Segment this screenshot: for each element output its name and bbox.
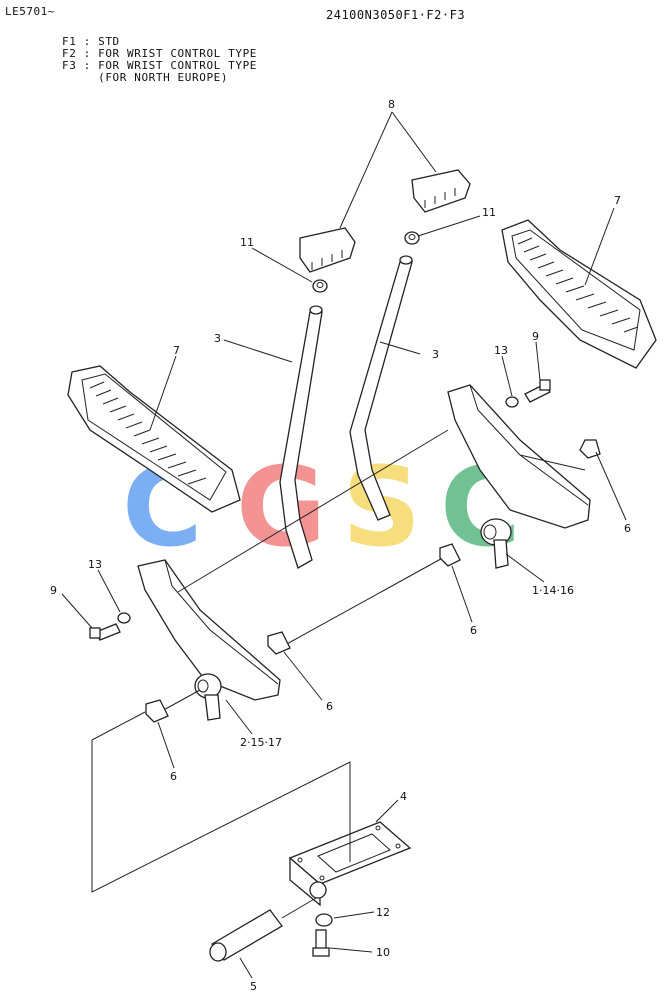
nut-right	[404, 231, 420, 245]
callout-11-right: 11	[482, 206, 496, 219]
model-code-left: LE5701~	[5, 5, 55, 18]
pedal-pad-left	[299, 227, 356, 273]
callout-6-center: 6	[326, 700, 333, 713]
callout-labels: 8 7 11 11 3 3 7 13 9 6 1·14·16 6 13 9 6 …	[50, 98, 631, 993]
callout-1-14-16: 1·14·16	[532, 584, 574, 597]
washer-left	[117, 612, 131, 624]
bushing-mid	[439, 543, 461, 567]
shaft-upper-line	[177, 429, 586, 593]
pedal-rod-left	[279, 305, 323, 569]
callout-13-left: 13	[88, 558, 102, 571]
callout-2-15-17: 2·15·17	[240, 736, 282, 749]
bushing-center	[267, 631, 291, 655]
callout-4: 4	[400, 790, 407, 803]
part-number-header: 24100N3050F1·F2·F3	[326, 8, 466, 22]
callout-3-right: 3	[432, 348, 439, 361]
hex-bolt	[312, 929, 330, 957]
bushing-left	[145, 699, 169, 723]
callout-9-right: 9	[532, 330, 539, 343]
callout-8: 8	[388, 98, 395, 111]
callout-7-left: 7	[173, 344, 180, 357]
note-f1: F1 : STD	[62, 35, 120, 48]
nut-left	[312, 279, 328, 293]
bolt-left	[89, 623, 121, 641]
pivot-pin	[209, 897, 317, 962]
assembly-guide-line	[91, 711, 351, 893]
pedal-rod-right	[349, 255, 413, 521]
callout-9-left: 9	[50, 584, 57, 597]
note-f3-region: (FOR NORTH EUROPE)	[62, 71, 229, 84]
watermark-letter-2: G	[236, 443, 326, 571]
bolt-right	[524, 379, 551, 403]
callout-6-right: 6	[624, 522, 631, 535]
bushing-right	[579, 439, 601, 459]
variant-notes: F1 : STD F2 : FOR WRIST CONTROL TYPE F3 …	[62, 36, 257, 84]
callout-7-right: 7	[614, 194, 621, 207]
callout-10: 10	[376, 946, 390, 959]
callout-12: 12	[376, 906, 390, 919]
callout-13-right: 13	[494, 344, 508, 357]
callout-6-mid: 6	[470, 624, 477, 637]
note-f3: F3 : FOR WRIST CONTROL TYPE	[62, 59, 258, 72]
pedal-bracket-right	[447, 384, 591, 569]
callout-6-left: 6	[170, 770, 177, 783]
callout-11-left: 11	[240, 236, 254, 249]
callout-5: 5	[250, 980, 257, 993]
callout-leaders	[61, 111, 627, 979]
pedal-pad-right	[411, 169, 471, 213]
shaft-lower-line	[159, 554, 449, 713]
callout-3-left: 3	[214, 332, 221, 345]
note-f2: F2 : FOR WRIST CONTROL TYPE	[62, 47, 258, 60]
washer-right	[505, 396, 519, 408]
lock-nut	[315, 913, 333, 927]
floor-mat-right	[501, 219, 657, 369]
pedal-bracket-left	[137, 559, 281, 721]
floor-mat-left	[67, 365, 241, 513]
